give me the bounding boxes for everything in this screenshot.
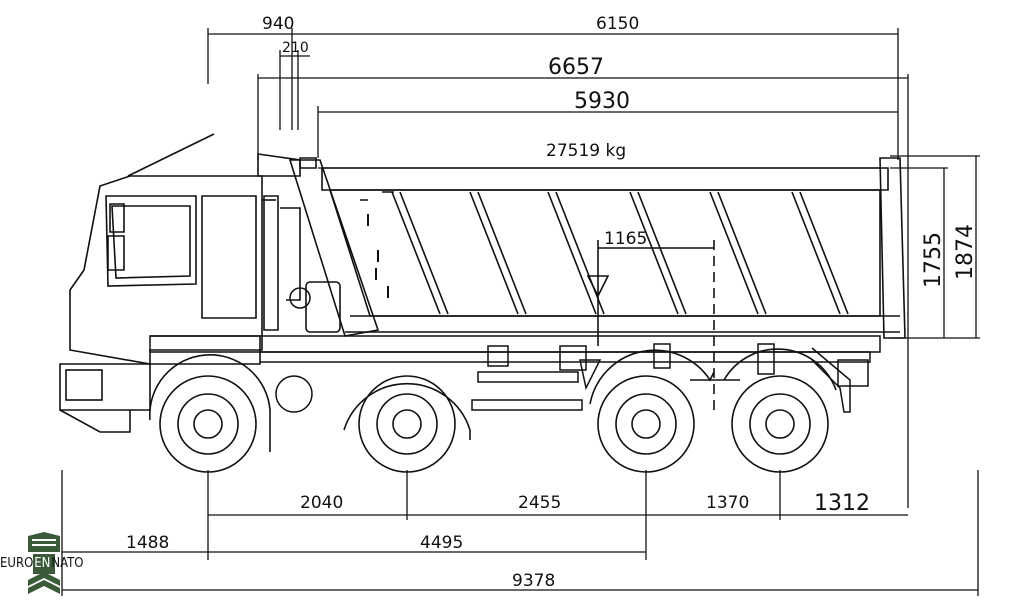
front-bumper: [59, 363, 151, 411]
label-940: 940: [262, 14, 294, 34]
wheel-3: [597, 375, 695, 473]
antenna: [127, 133, 215, 177]
top-dimensions: [207, 28, 909, 508]
wheels: [149, 348, 837, 473]
label-1874: 1874: [953, 224, 978, 280]
wheel-1: [149, 354, 271, 473]
cab-windshield: [105, 195, 197, 287]
label-6150: 6150: [596, 14, 639, 34]
label-1370: 1370: [706, 493, 749, 513]
label-9378: 9378: [512, 571, 555, 591]
dimension-labels: 940 6150 210 6657 5930 27519 kg 1165 204…: [126, 14, 978, 591]
label-1488: 1488: [126, 533, 169, 553]
watermark-nato: NATO: [51, 556, 84, 571]
chassis: [149, 287, 881, 413]
dump-body: [288, 157, 906, 410]
label-5930: 5930: [574, 89, 630, 114]
watermark-text: EUROENNATO: [0, 556, 84, 571]
label-1312: 1312: [814, 491, 870, 516]
cab-door-window: [201, 195, 257, 319]
cab-roof-deflector: [257, 153, 301, 177]
cab-outline: [69, 175, 263, 365]
body-side-panel: [328, 189, 881, 317]
label-4495: 4495: [420, 533, 463, 553]
label-2455: 2455: [518, 493, 561, 513]
logo-shield-icon: [28, 532, 60, 552]
label-6657: 6657: [548, 55, 604, 80]
watermark-en: EN: [33, 556, 52, 571]
label-1165: 1165: [604, 229, 647, 249]
watermark-euro: EURO: [0, 556, 34, 571]
label-1755: 1755: [921, 232, 946, 288]
wheel-4: [731, 375, 829, 473]
right-dimensions: [890, 155, 980, 339]
body-top-rail: [321, 167, 889, 191]
label-weight: 27519 kg: [546, 141, 626, 161]
headboard: [288, 159, 380, 337]
label-210: 210: [282, 40, 309, 56]
body-ribs: [360, 191, 849, 315]
cab: [59, 133, 341, 433]
bottom-dimensions: [61, 470, 979, 596]
wheel-2: [343, 375, 471, 473]
label-2040: 2040: [300, 493, 343, 513]
tailgate: [879, 157, 906, 339]
fuel-tank-box: [305, 281, 341, 333]
